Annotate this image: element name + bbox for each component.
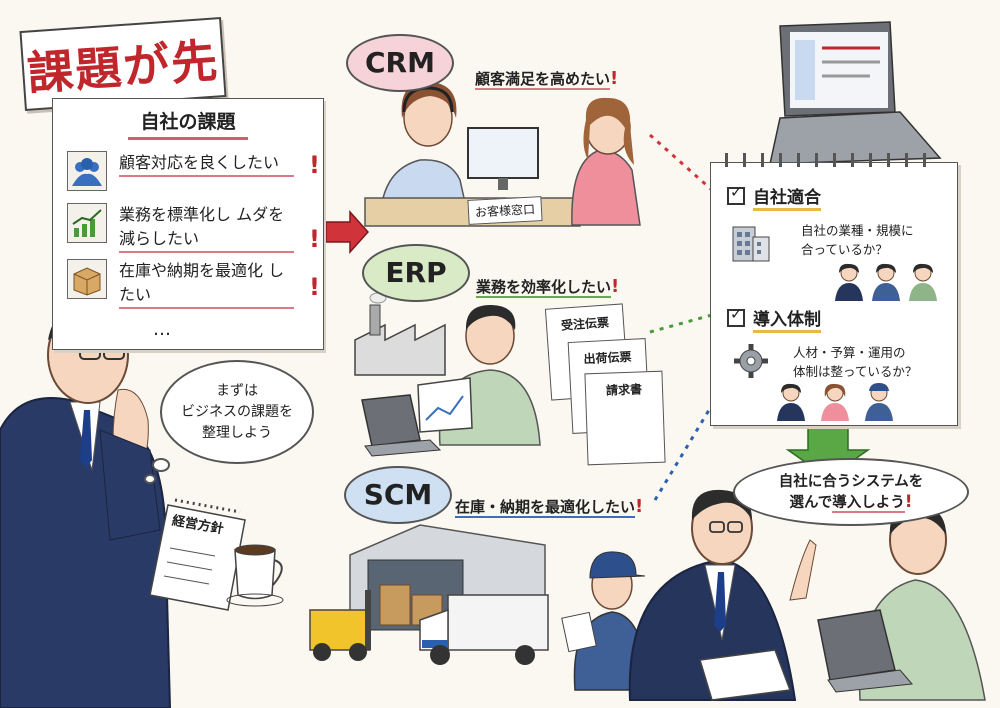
exclamation-mark: ! — [610, 68, 619, 89]
crm-goal: 顧客満足を高めたい! — [475, 68, 619, 90]
title-tag: 課題が先 — [19, 17, 227, 111]
thought-line: ビジネスの課題を — [181, 403, 293, 420]
checkbox-checked-icon — [727, 183, 745, 205]
exclamation-mark: ! — [309, 151, 320, 179]
cardboard-box-icon — [67, 259, 107, 299]
issue-item-inventory: 在庫や納期を最適化 したい ! — [67, 259, 320, 309]
issues-card: 自社の課題 顧客対応を良くしたい ! 業務を標準化し ムダを減らしたい ! 在庫… — [52, 98, 324, 350]
page-title: 課題が先 — [25, 33, 221, 101]
structure-line: 人材・予算・運用の — [793, 345, 906, 360]
crm-bubble: CRM — [346, 34, 454, 92]
erp-bubble: ERP — [362, 244, 470, 302]
meeting-scene — [628, 489, 986, 701]
counter-sign: お客様窓口 — [467, 196, 543, 225]
scm-connector-line — [653, 404, 714, 501]
structure-line: 体制は整っているか？ — [793, 364, 918, 379]
structure-heading-text: 導入体制 — [753, 310, 821, 333]
issue-text: 業務を標準化し ムダを減らしたい — [119, 203, 294, 253]
erp-connector-line — [649, 313, 713, 334]
growth-chart-icon — [67, 203, 107, 243]
issue-item-standardize: 業務を標準化し ムダを減らしたい ! — [67, 203, 320, 253]
issue-text: 在庫や納期を最適化 したい — [119, 259, 294, 309]
doc-title: 請求書 — [605, 382, 643, 398]
thought-line: 整理しよう — [202, 424, 272, 441]
fit-line: 自社の業種・規模に — [801, 223, 914, 238]
thinking-manager-figure — [0, 304, 172, 708]
structure-heading: 導入体制 — [727, 305, 821, 333]
checklist-notebook: 自社適合 自社の業種・規模に 合っているか？ 導入体制 人材・予算・運用の 体制… — [710, 153, 958, 426]
exclamation-mark: ! — [611, 276, 620, 297]
office-building-icon — [729, 219, 773, 267]
scm-goal: 在庫・納期を最適化したい! — [455, 496, 644, 518]
thought-line: まずは — [216, 382, 258, 399]
staff-trio-figures — [831, 261, 941, 305]
issues-heading: 自社の課題 — [53, 107, 323, 140]
structure-description: 人材・予算・運用の 体制は整っているか？ — [793, 343, 917, 381]
doc-title: 受注伝票 — [560, 315, 610, 333]
conclusion-line1: 自社に合うシステムを — [778, 473, 924, 490]
people-group-icon — [67, 151, 107, 191]
fit-heading: 自社適合 — [727, 183, 821, 211]
fit-line: 合っているか？ — [801, 242, 888, 257]
erp-scene — [354, 292, 541, 457]
fit-description: 自社の業種・規模に 合っているか？ — [801, 221, 914, 259]
erp-goal: 業務を効率化したい! — [476, 276, 620, 298]
crm-label: CRM — [365, 46, 435, 79]
exclamation-mark: ! — [309, 273, 320, 301]
crm-goal-text: 顧客満足を高めたい — [475, 70, 611, 90]
scm-goal-text: 在庫・納期を最適化したい — [455, 498, 636, 518]
exclamation-mark: ! — [904, 491, 913, 512]
issue-text: 顧客対応を良くしたい — [119, 151, 294, 177]
crm-connector-line — [649, 133, 713, 192]
thought-dot — [144, 474, 156, 484]
laptop-illustration — [769, 21, 942, 165]
red-arrow-icon — [325, 210, 370, 254]
exclamation-mark: ! — [309, 225, 320, 253]
more-ellipsis: … — [153, 319, 177, 340]
scm-scene — [309, 524, 649, 691]
erp-goal-text: 業務を効率化したい — [476, 278, 612, 298]
exclamation-mark: ! — [635, 496, 644, 517]
conclusion-mid: 選んで — [789, 494, 833, 511]
scm-label: SCM — [363, 478, 433, 511]
team-figures — [773, 381, 913, 425]
scm-bubble: SCM — [344, 466, 452, 524]
thought-dot — [152, 458, 170, 472]
conclusion-line2: 選んで導入しよう! — [779, 492, 924, 513]
thought-bubble: まずは ビジネスの課題を 整理しよう — [160, 360, 314, 464]
invoice-document: 請求書 — [584, 370, 666, 466]
checkbox-checked-icon — [727, 305, 745, 327]
notepad-and-coffee — [149, 498, 284, 611]
conclusion-emphasis: 導入しよう — [832, 494, 905, 513]
doc-title: 出荷伝票 — [583, 349, 632, 367]
issue-item-customer: 顧客対応を良くしたい ! — [67, 151, 320, 191]
conclusion-bubble: 自社に合うシステムを 選んで導入しよう! — [733, 458, 969, 526]
gear-icon — [731, 341, 771, 385]
spiral-binding — [725, 153, 941, 167]
erp-label: ERP — [385, 256, 447, 289]
fit-heading-text: 自社適合 — [753, 188, 821, 211]
